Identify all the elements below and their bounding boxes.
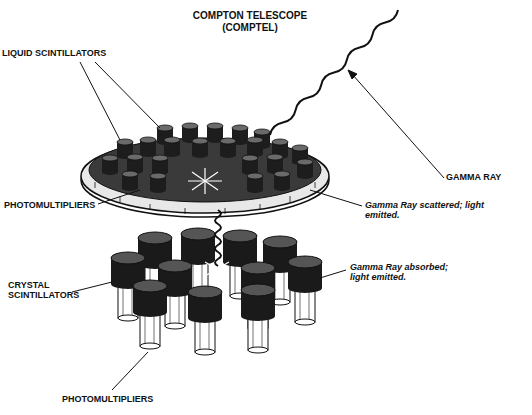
gamma-ray-incoming (270, 10, 398, 135)
process-note: Gamma Ray scattered; light emitted. (365, 200, 495, 221)
gamma-ray-scattered (215, 210, 221, 266)
leader-lines (72, 62, 444, 390)
process-note: Gamma Ray absorbed; light emitted. (350, 262, 468, 283)
part-label: GAMMA RAY (446, 172, 501, 182)
part-label: PHOTOMULTIPLIERS (4, 200, 95, 210)
diagram-title: COMPTON TELESCOPE (COMPTEL) (180, 10, 320, 33)
part-label: CRYSTAL SCINTILLATORS (8, 280, 84, 301)
part-label: LIQUID SCINTILLATORS (2, 48, 106, 58)
part-label: PHOTOMULTIPLIERS (62, 394, 153, 404)
